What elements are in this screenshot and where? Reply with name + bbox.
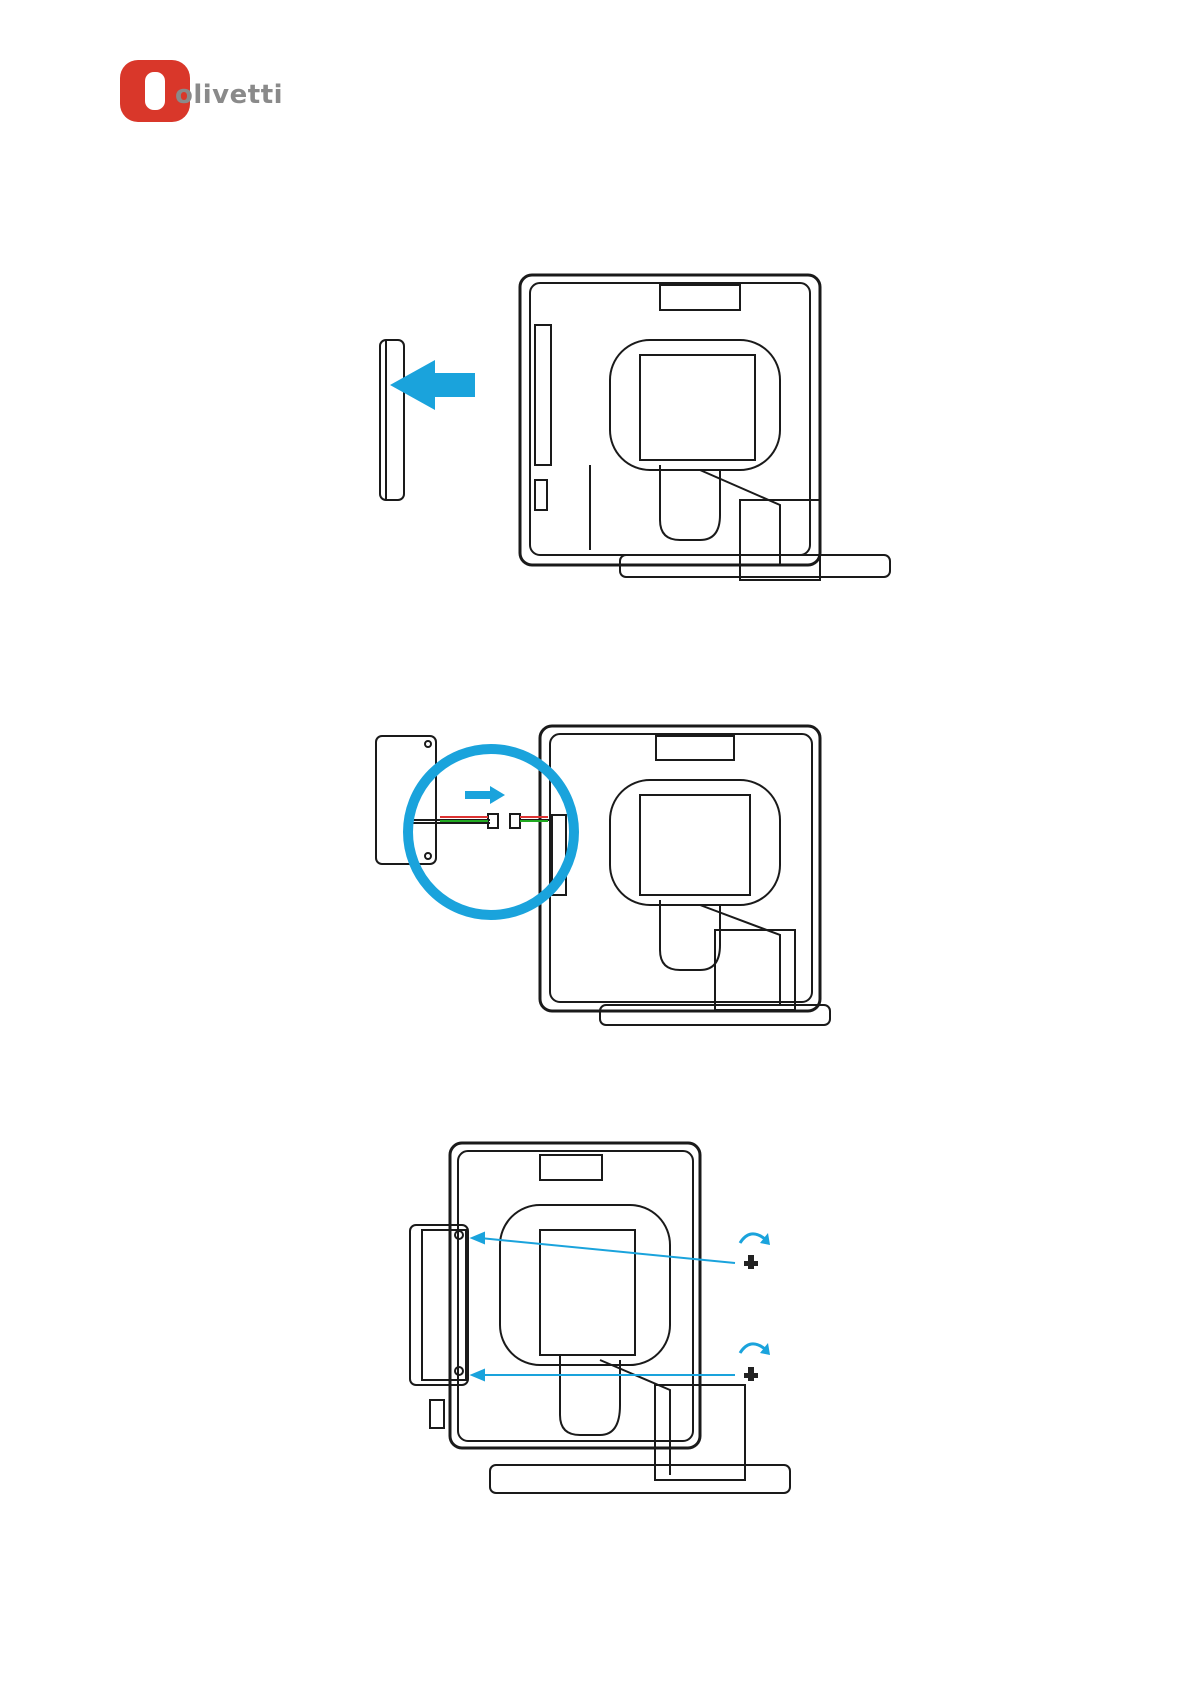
diagram-fasten-screws [410, 1135, 860, 1525]
brand-wordmark: olivetti [175, 80, 283, 110]
screw-icon [744, 1255, 758, 1269]
arrow-left-icon [390, 360, 475, 410]
figure-connect-cable [370, 720, 900, 1030]
screw-icon [744, 1367, 758, 1381]
rotate-screw-icon [740, 1343, 770, 1355]
arrow-right-icon [465, 786, 505, 804]
diagram-connect-cable [370, 720, 900, 1030]
diagram-remove-cover [360, 265, 900, 615]
figure-fasten-screws [410, 1135, 860, 1525]
figure-remove-cover [360, 265, 900, 615]
rotate-screw-icon [740, 1233, 770, 1245]
